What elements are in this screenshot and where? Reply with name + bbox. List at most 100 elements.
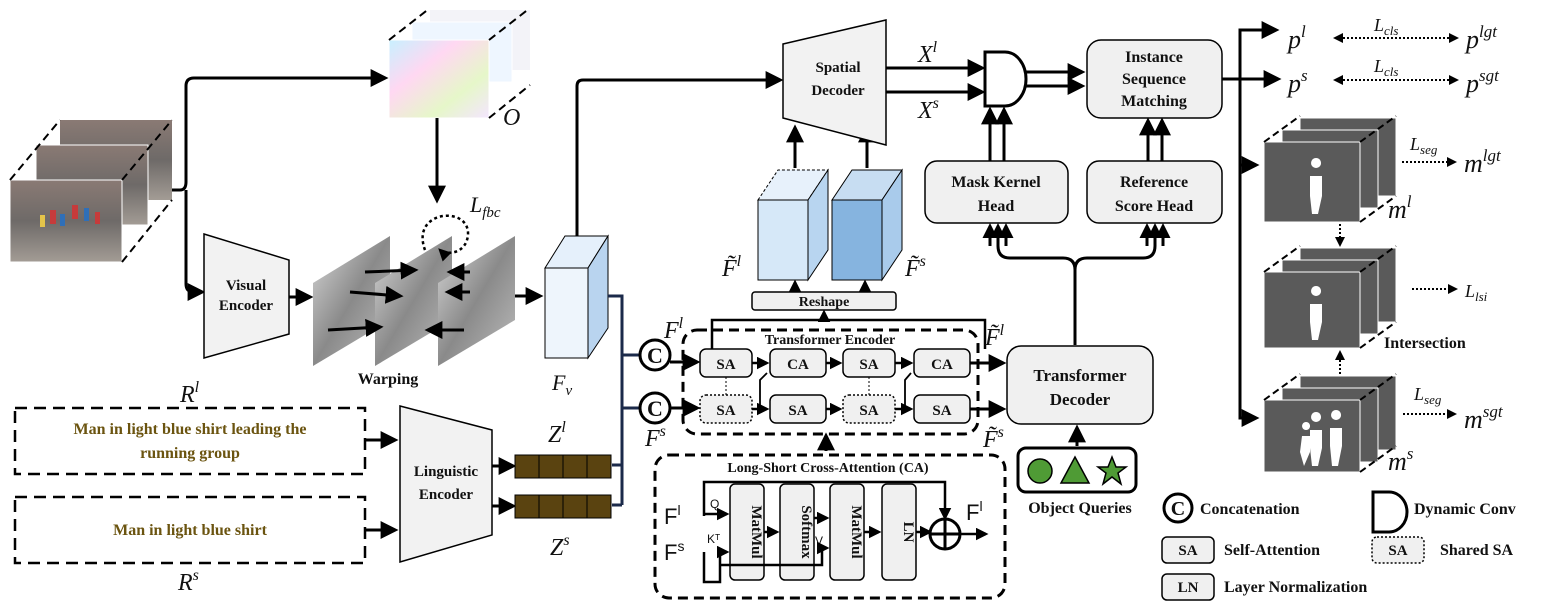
- short-expression: Man in light blue shirt Rs: [13, 495, 367, 596]
- enc-sa-short-3: SA: [859, 403, 878, 419]
- enc-sa-short-2: SA: [788, 403, 807, 419]
- text-tokens-long: Zl: [514, 419, 612, 479]
- enc-sa-short-1: SA: [716, 403, 735, 419]
- xs-label: Xs: [917, 95, 939, 124]
- input-video-frames: [9, 119, 173, 263]
- llsi-label: Llsi: [1464, 281, 1488, 304]
- legend-sa-box: SA: [1178, 543, 1197, 559]
- short-mask-stack: [1263, 373, 1397, 473]
- enc-ca-long-2: CA: [931, 357, 953, 373]
- reference-score-head: Reference Score Head: [1086, 160, 1223, 224]
- spatial-decoder: Spatial Decoder: [782, 19, 887, 146]
- lseg-label-2: Lseg: [1413, 384, 1442, 407]
- legend-shared-box: SA: [1388, 543, 1407, 559]
- class-predictions: pl ps plgt psgt Lcls Lcls: [1286, 15, 1500, 98]
- long-expression-line1: Man in light blue shirt leading the: [74, 421, 307, 438]
- long-expression: Rl Man in light blue shirt leading the r…: [13, 379, 367, 476]
- svg-text:Reference: Reference: [1120, 174, 1188, 191]
- plgt-label: plgt: [1464, 22, 1498, 54]
- star-query-icon: [1095, 454, 1129, 486]
- fts-label: F̃s: [904, 253, 926, 282]
- svg-text:Head: Head: [978, 198, 1015, 215]
- lcls-label-1: Lcls: [1373, 15, 1398, 38]
- svg-text:Concatenation: Concatenation: [1200, 501, 1300, 518]
- svg-text:Shared SA: Shared SA: [1440, 542, 1514, 559]
- ca-softmax: Softmax: [798, 505, 814, 559]
- legend-dynamic-conv-icon: [1371, 490, 1409, 534]
- enc-ca-long-1: CA: [787, 357, 809, 373]
- cross-attention-block: Long-Short Cross-Attention (CA) Fl Fs Ma…: [653, 432, 1007, 600]
- rs-label: Rs: [177, 567, 199, 596]
- optical-flow: O: [388, 7, 531, 131]
- legend-ln-box: LN: [1178, 580, 1199, 596]
- svg-text:Q: Q: [710, 497, 719, 511]
- svg-text:Score Head: Score Head: [1115, 198, 1193, 215]
- svg-text:C: C: [647, 343, 663, 368]
- linguistic-encoder-line1: Linguistic: [414, 464, 479, 480]
- visual-encoder-line2: Encoder: [219, 298, 274, 314]
- short-feature-cube: [831, 168, 903, 282]
- head-split-arrows: [982, 223, 1171, 345]
- ml-label: ml: [1388, 192, 1412, 224]
- svg-text:Matching: Matching: [1121, 93, 1187, 110]
- psgt-label: psgt: [1464, 66, 1500, 98]
- ca-matmul-1: MatMul: [748, 505, 764, 558]
- reshape-block: Reshape: [751, 291, 897, 311]
- linguistic-encoder-line2: Encoder: [419, 487, 474, 503]
- text-tokens-short: Zs: [514, 494, 612, 561]
- visual-encoder-line1: Visual: [226, 278, 266, 294]
- long-feature-cube: [757, 168, 829, 282]
- svg-text:Layer Normalization: Layer Normalization: [1224, 579, 1367, 596]
- svg-text:Mask Kernel: Mask Kernel: [951, 174, 1041, 191]
- transformer-decoder: Transformer Decoder: [1006, 345, 1154, 425]
- zl-label: Zl: [548, 419, 566, 448]
- intersection-label: Intersection: [1384, 335, 1466, 352]
- visual-encoder: Visual Encoder: [203, 232, 290, 359]
- circle-query-icon: [1027, 458, 1053, 484]
- visual-feature-cube: Fv: [544, 234, 609, 399]
- svg-text:Kᵀ: Kᵀ: [707, 532, 720, 546]
- lseg-label-1: Lseg: [1409, 134, 1438, 157]
- svg-text:Instance: Instance: [1125, 49, 1183, 66]
- enc-sa-short-4: SA: [932, 403, 951, 419]
- svg-text:Long-Short Cross-Attention (CA: Long-Short Cross-Attention (CA): [727, 461, 929, 476]
- intersection-mask-stack: [1263, 245, 1397, 349]
- ftl-label: F̃l: [721, 253, 742, 282]
- spatial-decoder-line1: Spatial: [815, 60, 860, 76]
- pl-label: pl: [1286, 22, 1306, 54]
- legend: C Concatenation Dynamic Conv SA Self-Att…: [1161, 490, 1516, 601]
- short-expression-text: Man in light blue shirt: [113, 522, 267, 539]
- ps-label: ps: [1286, 66, 1308, 98]
- mlgt-label: mlgt: [1464, 146, 1502, 178]
- ca-fs-label: Fs: [664, 538, 684, 565]
- transformer-encoder: Transformer Encoder SA SA CA SA SA SA CA…: [681, 328, 1007, 436]
- concat-short: C: [638, 391, 672, 425]
- ca-ln: LN: [900, 522, 916, 543]
- concat-long: C: [638, 338, 672, 372]
- long-expression-line2: running group: [140, 445, 240, 462]
- ca-fl-label: Fl: [664, 502, 681, 529]
- object-queries: Object Queries: [1016, 446, 1138, 517]
- svg-text:C: C: [647, 396, 663, 421]
- linguistic-encoder: Linguistic Encoder: [399, 405, 493, 564]
- fv-label: Fv: [551, 370, 572, 399]
- mask-kernel-head: Mask Kernel Head: [924, 160, 1069, 224]
- spatial-decoder-line2: Decoder: [811, 83, 865, 99]
- xl-label: Xl: [917, 39, 938, 68]
- svg-text:Object Queries: Object Queries: [1028, 500, 1132, 517]
- ms-label: ms: [1388, 444, 1414, 476]
- fl-label: Fl: [663, 315, 684, 344]
- dynamic-conv: [983, 50, 1028, 108]
- instance-sequence-matching: Instance Sequence Matching: [1086, 39, 1223, 119]
- svg-text:Dynamic Conv: Dynamic Conv: [1414, 501, 1516, 518]
- svg-text:Decoder: Decoder: [1050, 390, 1111, 409]
- svg-text:Reshape: Reshape: [799, 295, 850, 310]
- fs-label: Fs: [644, 423, 666, 452]
- svg-text:Self-Attention: Self-Attention: [1224, 542, 1320, 559]
- warping-frames: Lfbc Warping: [313, 192, 515, 388]
- long-mask-stack: [1263, 115, 1397, 223]
- ftl-label-2: F̃l: [984, 322, 1005, 351]
- ca-matmul-2: MatMul: [848, 505, 864, 558]
- zs-label: Zs: [550, 532, 570, 561]
